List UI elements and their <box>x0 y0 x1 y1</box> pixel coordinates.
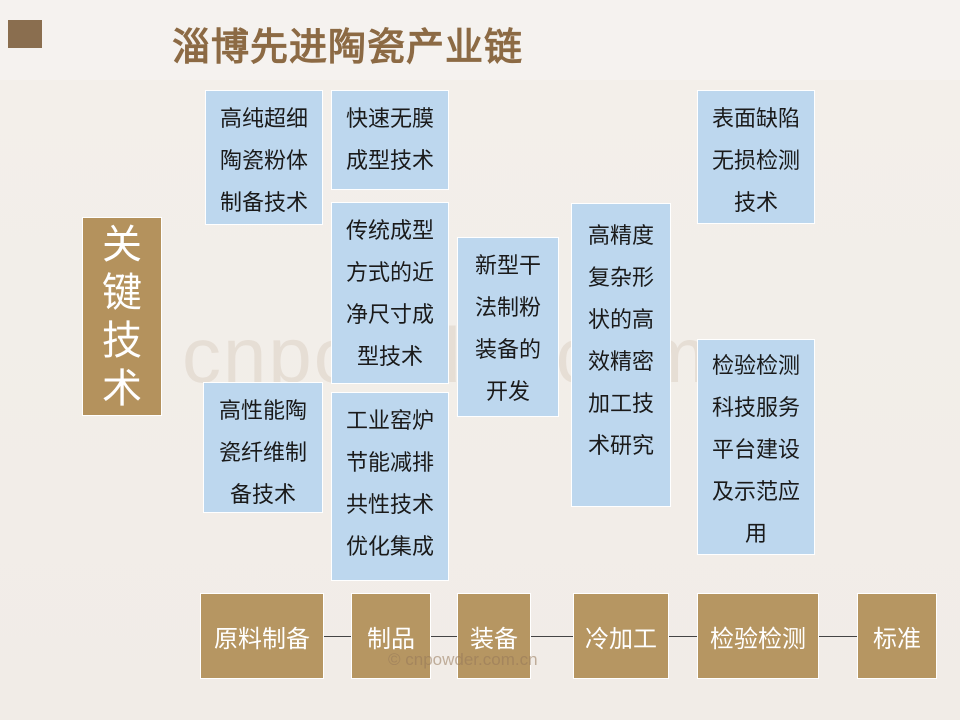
connector-line <box>323 636 352 637</box>
stage-equipment: 装备 <box>458 594 530 678</box>
tech-box-fast-forming: 快速无膜成型技术 <box>332 91 448 189</box>
stage-testing: 检验检测 <box>698 594 818 678</box>
corner-square-decoration <box>8 20 42 48</box>
stage-products: 制品 <box>352 594 430 678</box>
stage-cold-processing: 冷加工 <box>574 594 668 678</box>
tech-box-kiln-energy: 工业窑炉节能减排共性技术优化集成 <box>332 393 448 580</box>
tech-box-powder: 高纯超细陶瓷粉体制备技术 <box>206 91 322 224</box>
connector-line <box>530 636 574 637</box>
tech-box-precision-machining: 高精度复杂形状的高效精密加工技术研究 <box>572 204 670 506</box>
tech-box-near-net-forming: 传统成型方式的近净尺寸成型技术 <box>332 203 448 383</box>
connector-line <box>668 636 698 637</box>
tech-box-nondestructive-testing: 表面缺陷无损检测技术 <box>698 91 814 223</box>
tech-box-dry-powder-equipment: 新型干法制粉装备的开发 <box>458 238 558 416</box>
key-technology-text: 关键技术 <box>102 221 142 412</box>
copyright-watermark: © cnpowder.com.cn <box>388 650 538 669</box>
tech-box-testing-platform: 检验检测科技服务平台建设及示范应用 <box>698 340 814 554</box>
stage-raw-materials: 原料制备 <box>201 594 323 678</box>
page-title: 淄博先进陶瓷产业链 <box>172 25 524 69</box>
header-band <box>0 0 960 80</box>
connector-line <box>818 636 858 637</box>
key-technology-label: 关键技术 <box>83 218 161 415</box>
tech-box-fiber: 高性能陶瓷纤维制备技术 <box>204 383 322 512</box>
connector-line <box>430 636 458 637</box>
stage-standards: 标准 <box>858 594 936 678</box>
